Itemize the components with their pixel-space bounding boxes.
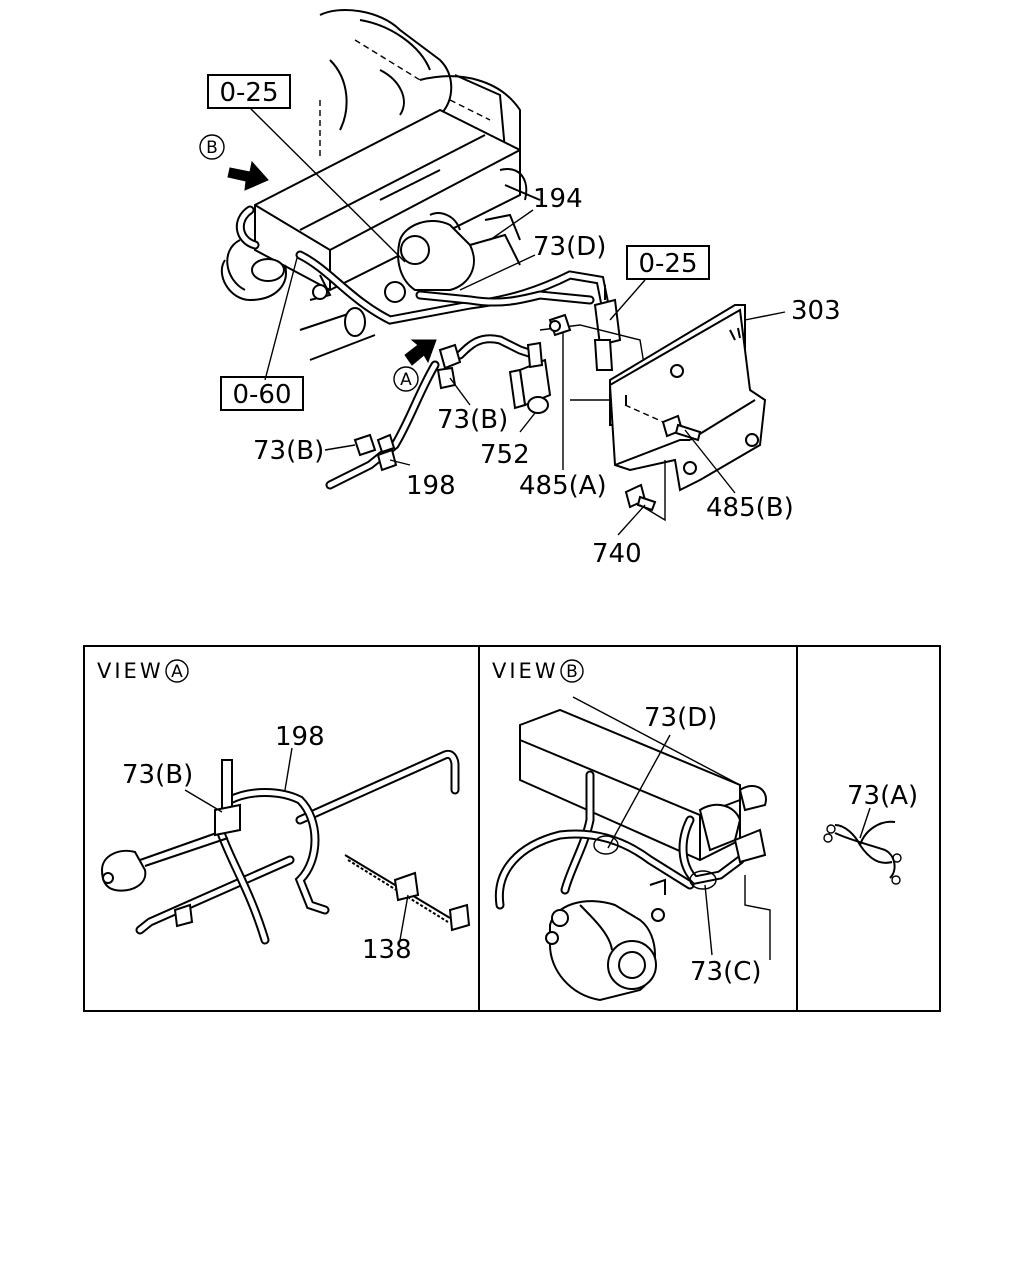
view-a-callout-138: 138	[362, 935, 412, 965]
view-b-title: VIEW	[492, 659, 559, 683]
callout-485b: 485(B)	[706, 493, 794, 523]
callout-198: 198	[406, 471, 456, 501]
ref-box-0-25-left: 0-25	[207, 74, 291, 109]
view-b-marker-text: B	[206, 138, 218, 158]
callout-303: 303	[791, 296, 841, 326]
callout-73d: 73(D)	[533, 232, 606, 262]
ref-box-0-25-right: 0-25	[626, 245, 710, 280]
ref-0-25-right-text: 0-25	[638, 249, 697, 279]
view-b-title-marker: B	[566, 662, 578, 682]
view-a-marker: A	[393, 366, 419, 392]
ref-box-0-60: 0-60	[220, 376, 304, 411]
top-leader-lines	[249, 107, 786, 536]
detail-callout-73a: 73(A)	[847, 781, 918, 811]
view-b-marker: B	[199, 134, 225, 160]
ref-0-25-left-text: 0-25	[219, 78, 278, 108]
view-b-callout-73c: 73(C)	[690, 957, 762, 987]
callout-73b-lower: 73(B)	[253, 436, 324, 466]
view-a-title: VIEW	[97, 659, 164, 683]
detail-panels-frame	[83, 645, 941, 1012]
callout-73b-upper: 73(B)	[437, 405, 508, 435]
ref-0-60-text: 0-60	[232, 380, 291, 410]
view-a-marker-text: A	[400, 370, 412, 390]
view-a-callout-73b: 73(B)	[122, 760, 193, 790]
view-a-title-marker: A	[171, 662, 183, 682]
callout-485a: 485(A)	[519, 471, 607, 501]
view-b-callout-73d: 73(D)	[644, 703, 717, 733]
view-a-arrow	[404, 339, 437, 366]
view-b-arrow	[227, 160, 269, 191]
view-a-panel: VIEW A 198 73(B) 138	[97, 659, 471, 965]
clip-73a-detail: 73(A)	[823, 781, 918, 885]
view-a-callout-198: 198	[275, 722, 325, 752]
engine-assembly-illustration	[220, 9, 767, 512]
callout-752: 752	[480, 440, 530, 470]
callout-740: 740	[592, 539, 642, 569]
callout-194: 194	[533, 184, 583, 214]
view-b-panel: VIEW B 73(D) 73(C	[492, 659, 771, 1002]
